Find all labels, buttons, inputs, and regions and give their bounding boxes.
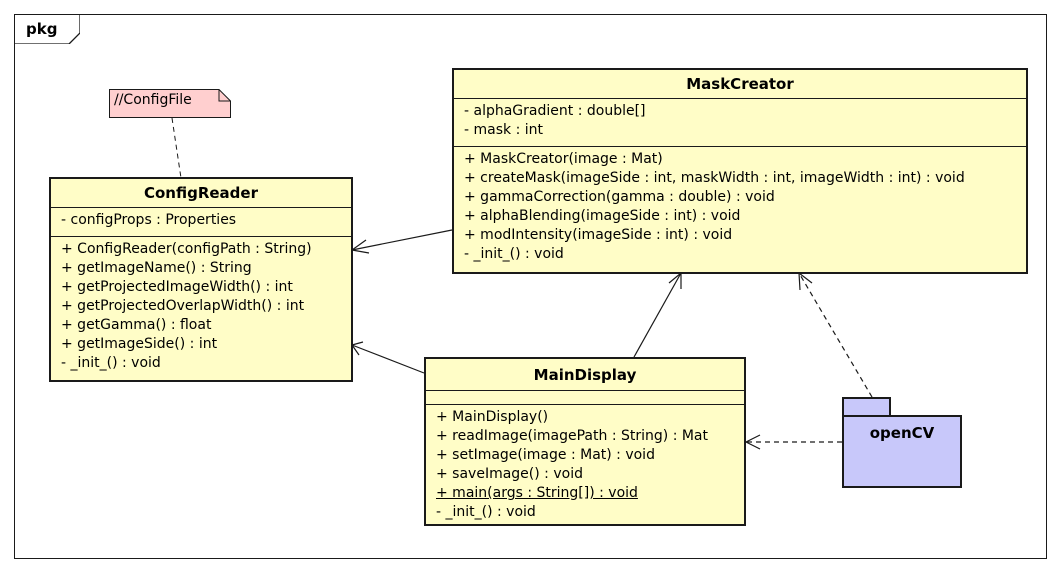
class-name: MaskCreator <box>686 75 794 93</box>
arrowhead-opencv-maindisplay <box>744 434 761 450</box>
operation-row: + alphaBlending(imageSide : int) : void <box>464 208 741 224</box>
operation-row: + saveImage() : void <box>436 466 583 482</box>
operation-row: + createMask(imageSide : int, maskWidth … <box>464 170 965 186</box>
attribute-row: - alphaGradient : double[] <box>464 103 646 119</box>
package-opencv[interactable] <box>842 397 962 488</box>
attributes-compartment <box>426 390 744 404</box>
static-operation-row: + main(args : String[]) : void <box>436 485 638 501</box>
operation-row: + modIntensity(imageSide : int) : void <box>464 227 733 243</box>
operation-row: + getProjectedOverlapWidth() : int <box>61 298 305 314</box>
attribute-row: - configProps : Properties <box>61 212 237 228</box>
attribute-row: - mask : int <box>464 122 543 138</box>
operations-compartment: + MainDisplay() + readImage(imagePath : … <box>426 404 744 526</box>
association-maindisplay-configreader <box>351 344 425 374</box>
operation-row: + gammaCorrection(gamma : double) : void <box>464 189 775 205</box>
operation-row: + getImageSide() : int <box>61 336 218 352</box>
class-config-reader[interactable]: ConfigReader - configProps : Properties … <box>49 177 353 382</box>
operation-row: + getImageName() : String <box>61 260 252 276</box>
note-text: //ConfigFile <box>114 92 192 108</box>
arrowhead-opencv-maskcreator <box>798 271 813 291</box>
operation-row: + getProjectedImageWidth() : int <box>61 279 293 295</box>
association-maindisplay-maskcreator <box>633 272 682 358</box>
operation-row: + ConfigReader(configPath : String) <box>61 241 312 257</box>
class-name: MainDisplay <box>533 366 637 384</box>
package-frame <box>14 14 1047 559</box>
operation-row: + MaskCreator(image : Mat) <box>464 151 663 167</box>
dependency-opencv-maskcreator <box>798 272 873 398</box>
package-name: openCV <box>869 424 935 442</box>
association-maskcreator-configreader <box>351 229 453 251</box>
class-main-display[interactable]: MainDisplay + MainDisplay() + readImage(… <box>424 357 746 526</box>
operation-row: + MainDisplay() <box>436 409 549 425</box>
operation-row: - _init_() : void <box>61 355 161 371</box>
note-anchor-line <box>171 117 182 179</box>
attributes-compartment: - alphaGradient : double[] - mask : int <box>454 98 1026 146</box>
operation-row: - _init_() : void <box>464 246 564 262</box>
config-file-note <box>109 89 231 118</box>
operation-row: + readImage(imagePath : String) : Mat <box>436 428 709 444</box>
operation-row: - _init_() : void <box>436 504 536 520</box>
package-frame-tab <box>14 14 80 44</box>
package-frame-label: pkg <box>26 20 58 38</box>
operation-row: + setImage(image : Mat) : void <box>436 447 655 463</box>
operations-compartment: + ConfigReader(configPath : String) + ge… <box>51 236 351 377</box>
operations-compartment: + MaskCreator(image : Mat) + createMask(… <box>454 146 1026 268</box>
operation-row: + getGamma() : float <box>61 317 212 333</box>
attributes-compartment: - configProps : Properties <box>51 207 351 236</box>
class-name: ConfigReader <box>143 184 258 202</box>
class-mask-creator[interactable]: MaskCreator - alphaGradient : double[] -… <box>452 68 1028 274</box>
